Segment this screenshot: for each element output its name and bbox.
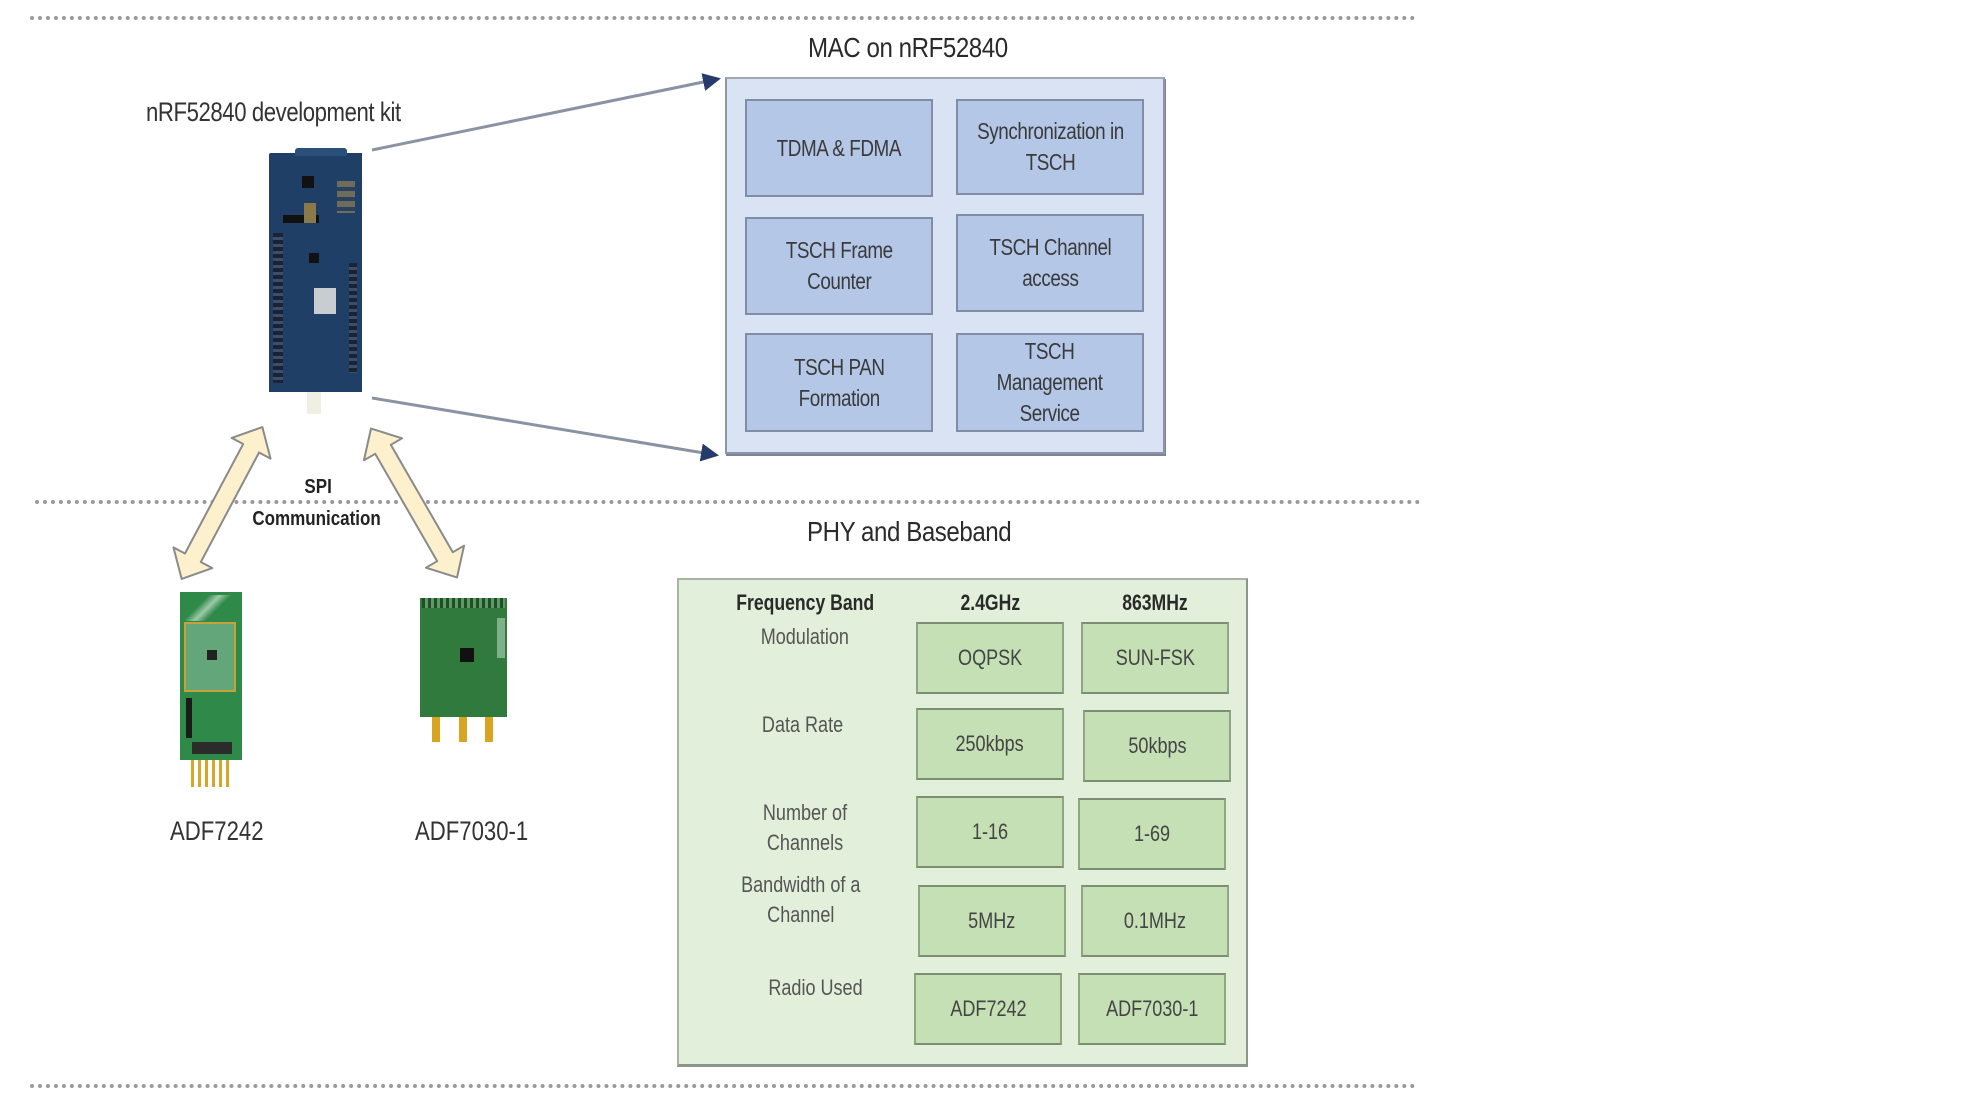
mac-block-synchronization: Synchronization in TSCH xyxy=(956,99,1144,195)
mac-block-pan-formation: TSCH PAN Formation xyxy=(745,333,933,432)
separator-bottom xyxy=(30,1084,1416,1088)
board-buttons xyxy=(337,181,355,213)
phy-cell: ADF7030-1 xyxy=(1078,973,1226,1045)
board-chip-top xyxy=(302,176,314,188)
spi-arrow-left xyxy=(172,426,272,580)
mac-block-container: TDMA & FDMA Synchronization in TSCH TSCH… xyxy=(725,77,1165,454)
separator-middle xyxy=(35,500,1421,504)
radio-label-adf7030: ADF7030-1 xyxy=(415,816,529,846)
phy-row-label: Data Rate xyxy=(762,712,844,737)
adf7030-board-image xyxy=(420,598,507,717)
mac-block-management-service: TSCH Management Service xyxy=(956,333,1144,432)
mac-block-frame-counter: TSCH Frame Counter xyxy=(745,217,933,315)
spi-communication-label: Communication xyxy=(252,508,382,530)
phy-cell: ADF7242 xyxy=(914,973,1062,1045)
phy-row-label: Bandwidth of a Channel xyxy=(741,872,861,927)
adf7030-sma-connector-2 xyxy=(459,717,467,742)
adf7030-sma-connector-3 xyxy=(485,717,493,742)
phy-table: Frequency Band 2.4GHz 863MHz Modulation … xyxy=(677,578,1248,1067)
phy-cell: SUN-FSK xyxy=(1081,622,1229,694)
adf7242-header-strip xyxy=(186,698,192,738)
phy-row-label: Modulation xyxy=(760,624,850,649)
zoom-connector-top xyxy=(371,73,721,152)
phy-header-label: Frequency Band xyxy=(736,590,874,615)
adf7242-pins xyxy=(191,760,231,787)
board-connector xyxy=(304,203,316,223)
adf7030-top-pins xyxy=(422,598,505,608)
spi-label: SPI xyxy=(304,476,332,498)
nrf52840-board-image xyxy=(269,148,362,414)
board-usb xyxy=(307,392,321,414)
board-chip-mid xyxy=(309,253,319,263)
phy-section-title: PHY and Baseband xyxy=(807,516,1012,547)
mac-block-tdma-fdma: TDMA & FDMA xyxy=(745,99,933,197)
board-pin-row-left xyxy=(273,233,283,383)
board-pin-row-right xyxy=(349,263,357,373)
phy-cell: 50kbps xyxy=(1083,710,1231,782)
phy-cell: 0.1MHz xyxy=(1081,885,1229,957)
board-module-shield xyxy=(314,288,336,314)
mac-block-channel-access: TSCH Channel access xyxy=(956,214,1144,312)
phy-cell: 250kbps xyxy=(916,708,1064,780)
adf7030-side-pads xyxy=(497,618,505,658)
devkit-label: nRF52840 development kit xyxy=(146,97,401,127)
adf7030-sma-connector-1 xyxy=(432,717,440,742)
phy-cell: 1-69 xyxy=(1078,798,1226,870)
adf7030-chip xyxy=(460,648,474,662)
phy-header-col2: 863MHz xyxy=(1122,590,1188,615)
phy-row-label: Number of Channels xyxy=(762,800,848,855)
zoom-connector-bottom xyxy=(371,396,719,462)
radio-label-adf7242: ADF7242 xyxy=(170,816,264,846)
phy-row-label: Radio Used xyxy=(767,975,863,1000)
adf7242-board-image xyxy=(180,592,242,760)
mac-section-title: MAC on nRF52840 xyxy=(808,32,1008,63)
separator-top xyxy=(30,16,1416,20)
adf7242-connector xyxy=(192,742,232,754)
spi-arrow-right xyxy=(362,427,466,579)
phy-cell: OQPSK xyxy=(916,622,1064,694)
adf7242-antenna xyxy=(186,595,236,621)
adf7242-chip xyxy=(207,650,217,660)
phy-cell: 1-16 xyxy=(916,796,1064,868)
board-header-tab xyxy=(295,148,347,156)
board-header-strip xyxy=(283,215,319,223)
phy-header-col1: 2.4GHz xyxy=(960,590,1020,615)
phy-cell: 5MHz xyxy=(918,885,1066,957)
